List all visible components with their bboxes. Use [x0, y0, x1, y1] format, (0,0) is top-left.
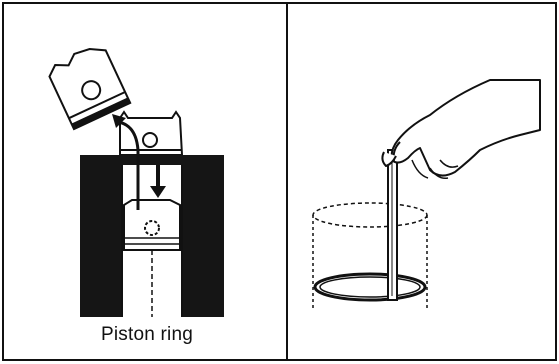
cylinder-bore-icon [313, 203, 427, 310]
feeler-gauge-icon [388, 150, 397, 300]
hand-icon [382, 80, 540, 178]
right-panel [313, 80, 540, 310]
piston-ring-icon [315, 274, 425, 300]
arrow-down-head [150, 186, 166, 198]
cylinder-block-icon [80, 155, 224, 317]
left-panel [45, 41, 224, 317]
piston-top-icon [120, 112, 182, 155]
piston-ring-caption: Piston ring [40, 324, 254, 346]
